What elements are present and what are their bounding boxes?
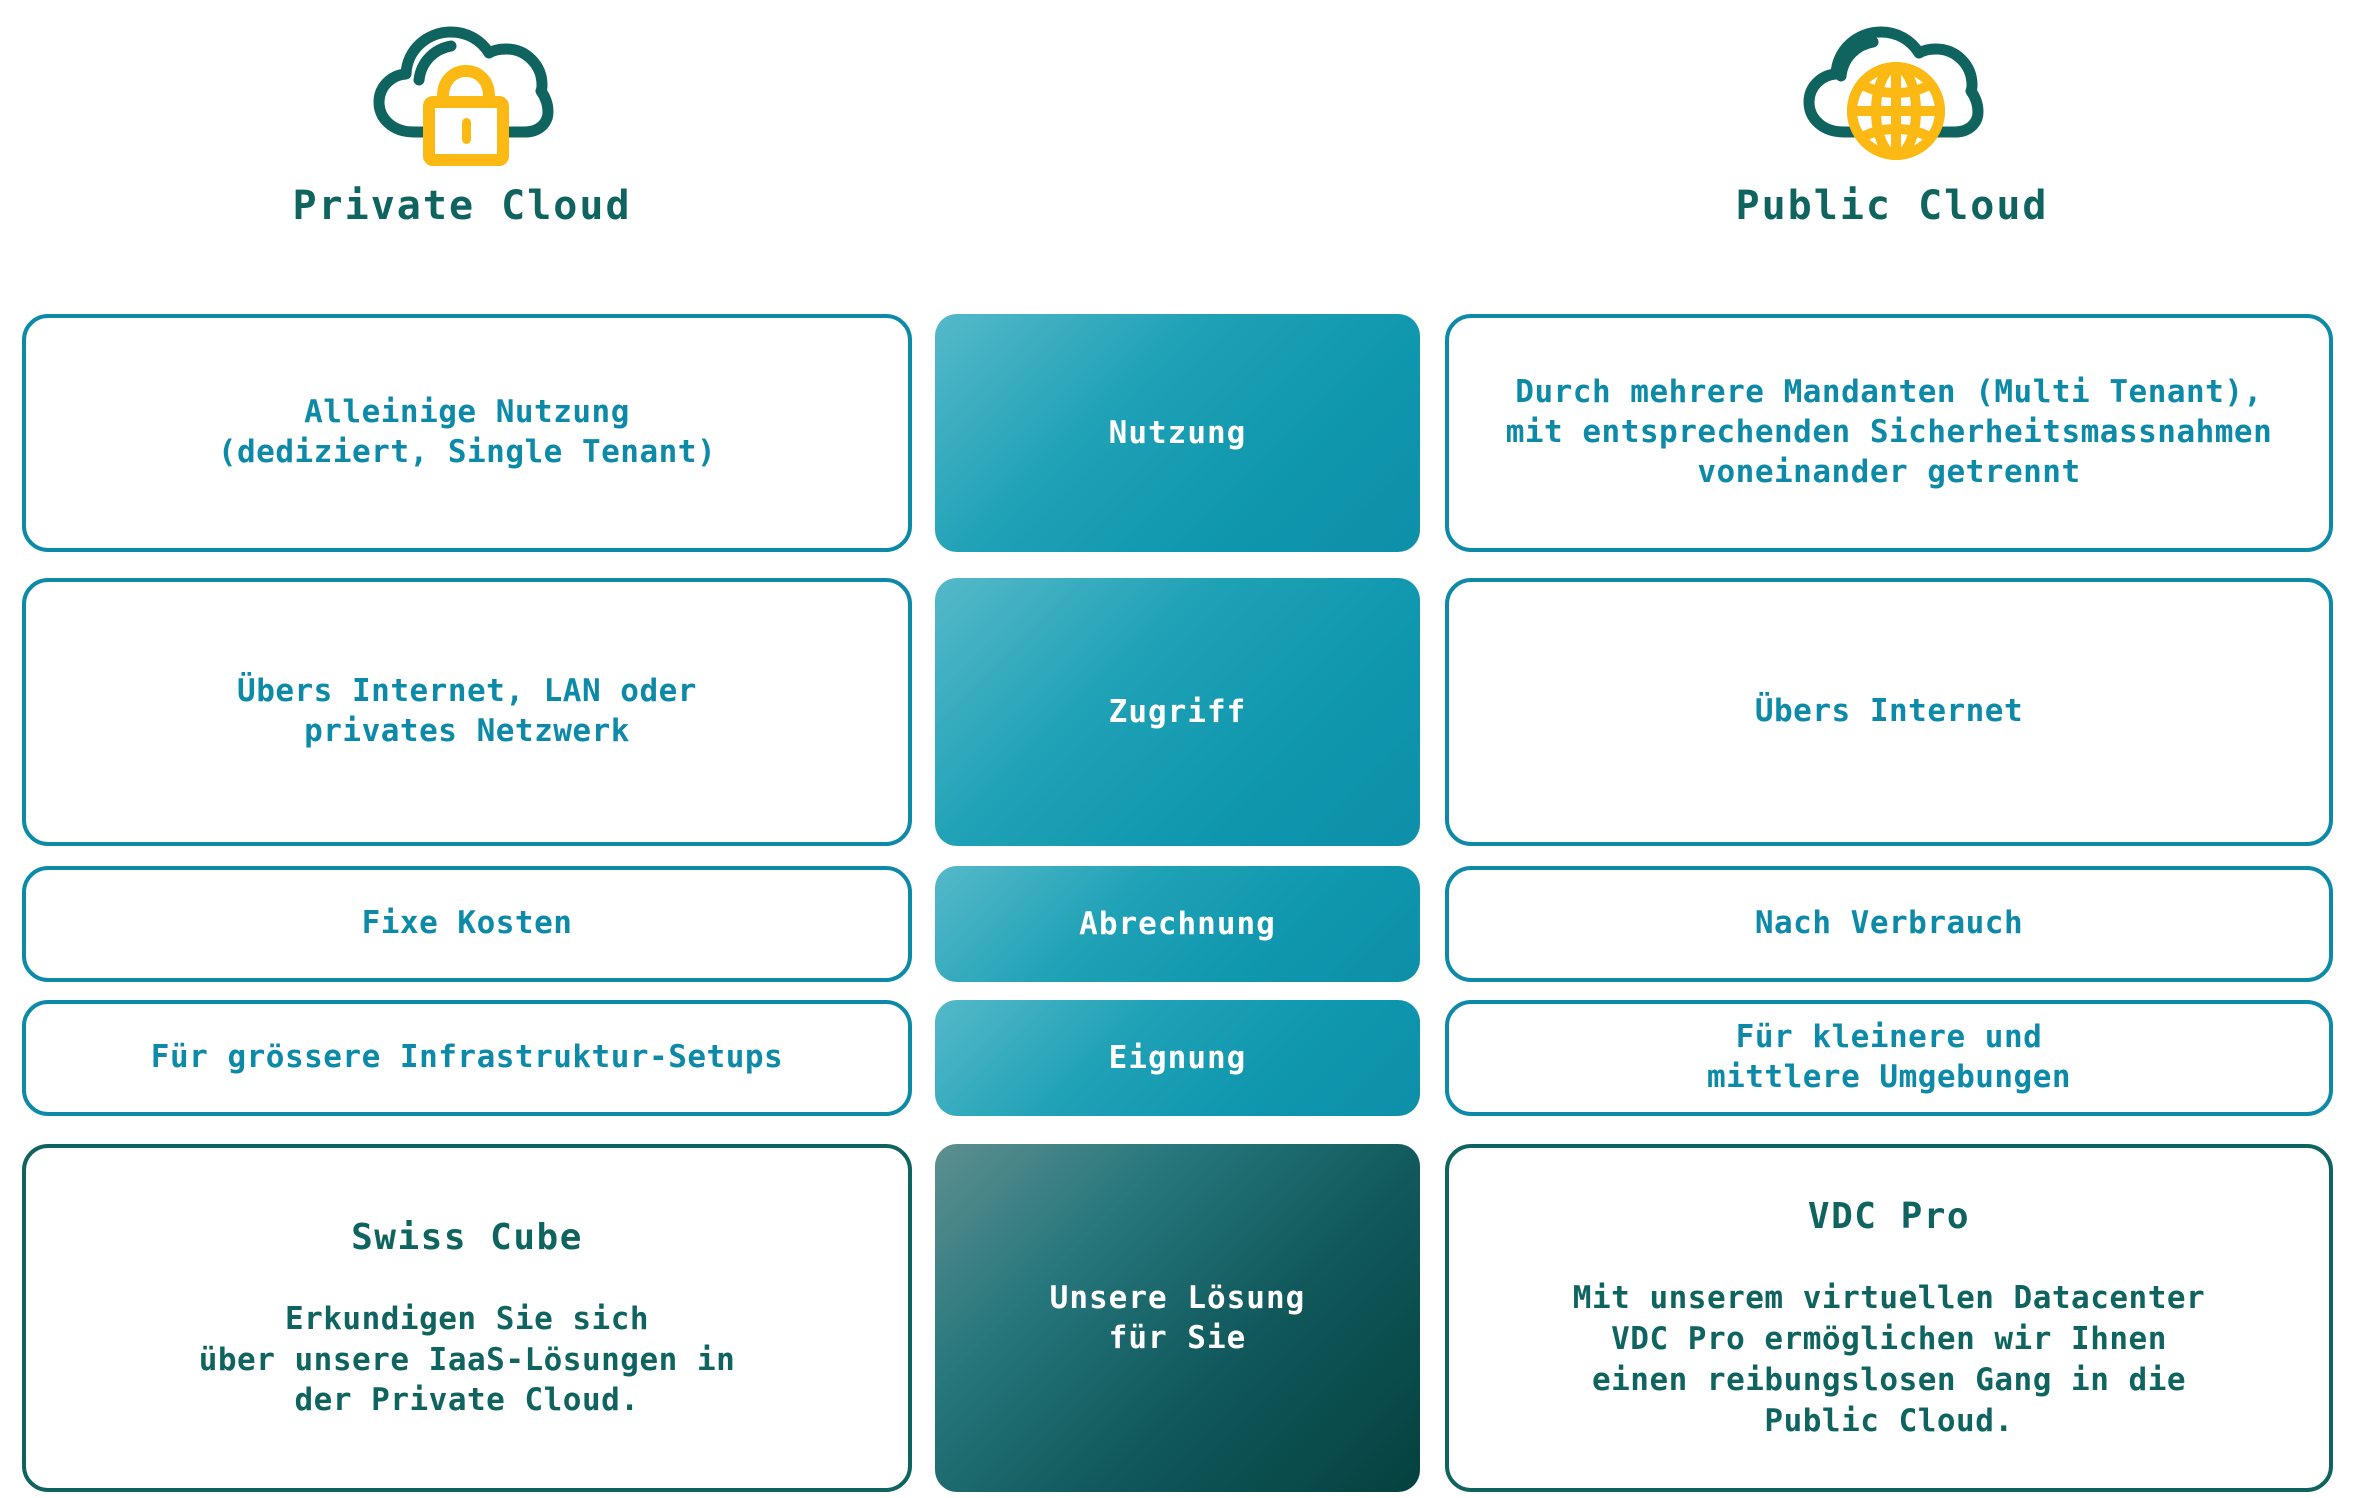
column-header-private-cloud: Private Cloud [12,0,912,300]
solution-heading-right: VDC Pro [1807,1196,1971,1238]
row-label-zugriff: Zugriff [1108,693,1247,730]
cell-left-nutzung: Alleinige Nutzung (dediziert, Single Ten… [22,314,912,552]
cell-left-eignung: Für grössere Infrastruktur-Setups [22,1000,912,1116]
row-label-abrechnung: Abrechnung [1079,905,1276,942]
solution-text-right: Mit unserem virtuellen Datacenter VDC Pr… [1572,1280,2206,1439]
column-title-public-cloud: Public Cloud [1735,183,2049,229]
cell-text: Übers Internet, LAN oder privates Netzwe… [237,673,697,749]
solution-text-left: Erkundigen Sie sich über unsere IaaS-Lös… [198,1300,736,1419]
cell-text: Übers Internet [1754,693,2024,730]
cell-text: Nach Verbrauch [1754,905,2024,942]
column-header-public-cloud: Public Cloud [1442,0,2342,300]
cell-middle-nutzung: Nutzung [935,314,1420,552]
cell-text: Für grössere Infrastruktur-Setups [150,1039,784,1076]
cell-right-solution: VDC Pro Mit unserem virtuellen Datacente… [1445,1144,2333,1492]
cell-text: Alleinige Nutzung (dediziert, Single Ten… [217,394,717,470]
cell-middle-eignung: Eignung [935,1000,1420,1116]
solution-heading-left: Swiss Cube [351,1216,583,1258]
row-label-solution: Unsere Lösung für Sie [1049,1279,1306,1356]
cell-right-abrechnung: Nach Verbrauch [1445,866,2333,982]
cloud-lock-icon [373,26,554,166]
cell-middle-solution: Unsere Lösung für Sie [935,1144,1420,1492]
row-label-eignung: Eignung [1108,1039,1247,1076]
cell-text: Für kleinere und mittlere Umgebungen [1706,1019,2072,1095]
column-title-private-cloud: Private Cloud [292,183,632,229]
cell-text: Fixe Kosten [361,905,573,942]
cloud-globe-icon [1803,26,1984,160]
cell-right-nutzung: Durch mehrere Mandanten (Multi Tenant), … [1445,314,2333,552]
cell-middle-zugriff: Zugriff [935,578,1420,846]
cell-left-zugriff: Übers Internet, LAN oder privates Netzwe… [22,578,912,846]
cell-right-eignung: Für kleinere und mittlere Umgebungen [1445,1000,2333,1116]
cell-left-solution: Swiss Cube Erkundigen Sie sich über unse… [22,1144,912,1492]
cell-left-abrechnung: Fixe Kosten [22,866,912,982]
cell-middle-abrechnung: Abrechnung [935,866,1420,982]
cell-right-zugriff: Übers Internet [1445,578,2333,846]
cell-text: Durch mehrere Mandanten (Multi Tenant), … [1505,374,2273,490]
row-label-nutzung: Nutzung [1108,414,1247,451]
